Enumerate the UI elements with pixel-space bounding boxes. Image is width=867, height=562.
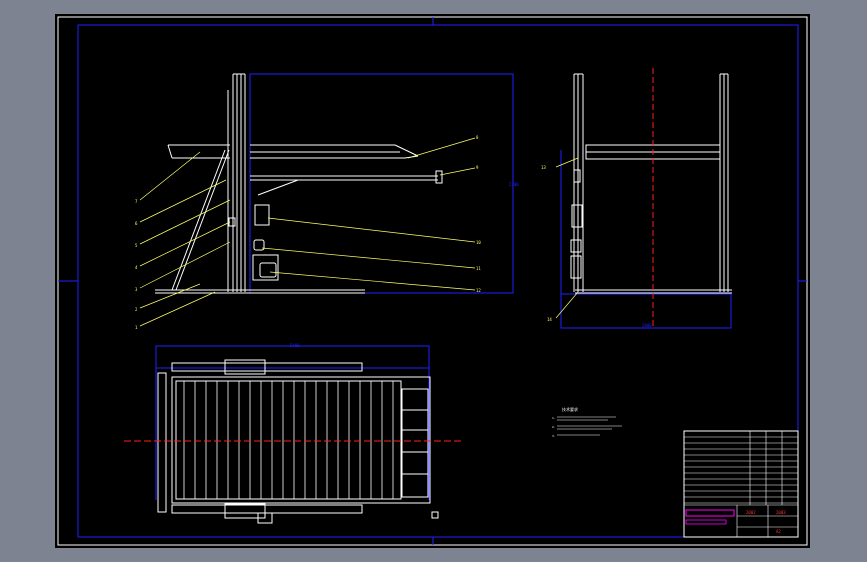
front-view: 2700 xyxy=(135,73,519,330)
title-block-frame xyxy=(683,430,799,538)
callout-4: 4 xyxy=(135,265,138,270)
title-field-c: A2 xyxy=(776,529,781,534)
callout-12: 12 xyxy=(476,288,481,293)
callout-5: 5 xyxy=(135,243,138,248)
plan-length-dimension: 5400 xyxy=(290,343,300,348)
callout-1: 1 xyxy=(135,325,138,330)
callout-13: 13 xyxy=(541,165,546,170)
callout-10: 10 xyxy=(476,240,481,245)
callout-9: 9 xyxy=(476,165,479,170)
drawing-name-field xyxy=(685,509,735,517)
notes-line-2: 2. xyxy=(552,425,556,429)
side-width-dimension: 2800 xyxy=(642,323,652,328)
centering-marks xyxy=(58,17,807,545)
callout-3: 3 xyxy=(135,287,138,292)
callout-14: 14 xyxy=(547,317,552,322)
callout-11: 11 xyxy=(476,266,481,271)
callout-6: 6 xyxy=(135,221,138,226)
side-view: 2800 13 14 xyxy=(541,68,732,329)
plan-view: 5400 xyxy=(124,343,462,524)
front-height-dimension: 2700 xyxy=(509,182,519,187)
front-view-dimension-box xyxy=(249,73,514,294)
technical-notes: 技术要求 1. 2. 3. xyxy=(552,406,622,438)
title-block: 2002 2003 A2 xyxy=(683,430,799,538)
callout-7: 7 xyxy=(135,199,138,204)
notes-line-1: 1. xyxy=(552,416,556,420)
notes-line-3: 3. xyxy=(552,434,556,438)
plan-slats xyxy=(183,381,394,499)
callout-2: 2 xyxy=(135,307,138,312)
title-field-b: 2003 xyxy=(776,510,786,515)
callout-8: 8 xyxy=(476,135,479,140)
notes-title: 技术要求 xyxy=(562,406,578,412)
title-block-rows xyxy=(684,436,798,504)
drawing-paper xyxy=(55,14,810,548)
title-field-a: 2002 xyxy=(746,510,756,515)
